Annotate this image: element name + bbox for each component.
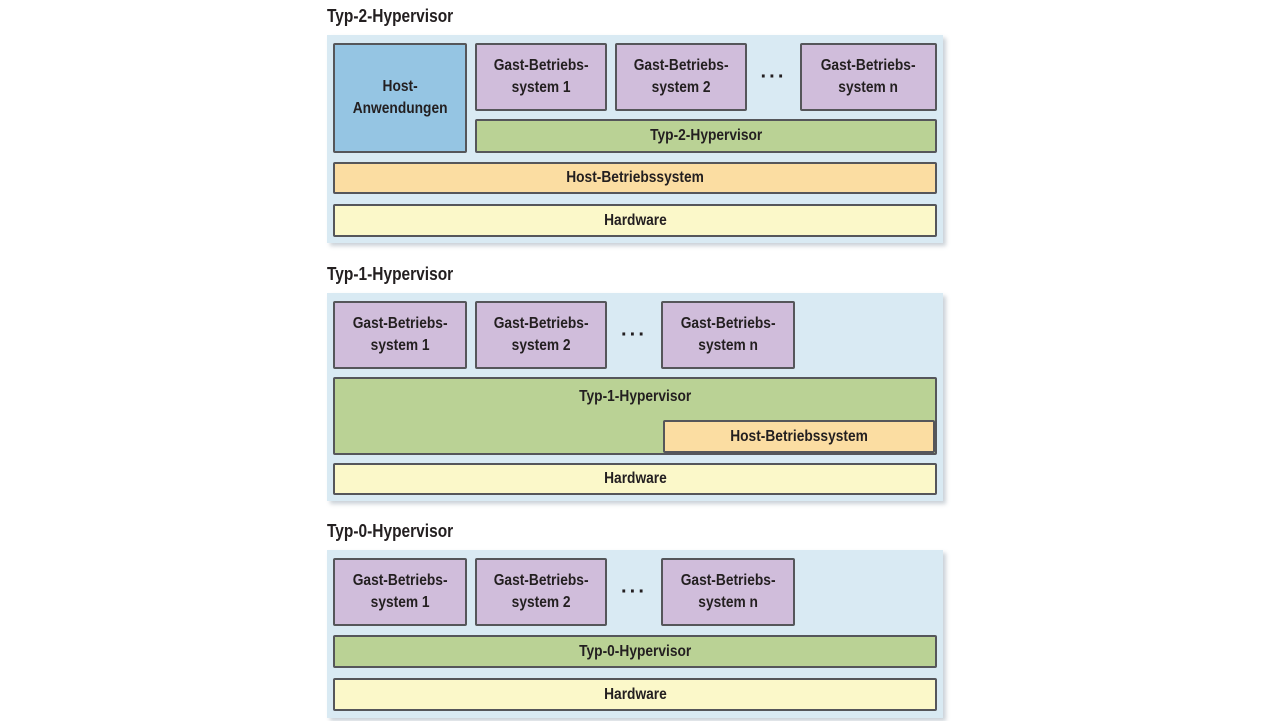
typ0-guest-os-2-box: Gast-Betriebs- system 2 bbox=[475, 558, 607, 626]
typ2-hardware-label: Hardware bbox=[603, 211, 667, 229]
typ2-host-os-label: Host-Betriebssystem bbox=[566, 169, 704, 186]
typ2-guest-os-1-box: Gast-Betriebs- system 1 bbox=[475, 43, 607, 111]
typ1-guest-os-2-box: Gast-Betriebs- system 2 bbox=[475, 301, 607, 369]
guest-os-2-label: Gast-Betriebs- system 2 bbox=[493, 314, 589, 354]
typ1-hardware-bar: Hardware bbox=[333, 463, 937, 495]
typ2-hardware-bar: Hardware bbox=[333, 204, 937, 237]
typ1-hypervisor-bar: Typ-1-Hypervisor bbox=[333, 377, 937, 455]
guest-os-2-label: Gast-Betriebs- system 2 bbox=[633, 56, 729, 96]
typ2-guest-os-n-box: Gast-Betriebs- system n bbox=[800, 43, 937, 111]
section-title-typ0: Typ-0-Hypervisor bbox=[327, 521, 454, 541]
typ0-hardware-label: Hardware bbox=[603, 685, 667, 703]
section-title-typ2: Typ-2-Hypervisor bbox=[327, 6, 454, 26]
host-applications-label: Host- Anwendungen bbox=[352, 77, 448, 117]
section-title-typ1: Typ-1-Hypervisor bbox=[327, 264, 454, 284]
typ2-ellipsis: ··· bbox=[760, 65, 787, 88]
typ1-host-os-label: Host-Betriebssystem bbox=[730, 427, 868, 445]
typ0-hypervisor-label: Typ-0-Hypervisor bbox=[578, 642, 692, 660]
typ0-guest-os-n-box: Gast-Betriebs- system n bbox=[661, 558, 795, 626]
guest-os-n-label: Gast-Betriebs- system n bbox=[680, 571, 776, 611]
typ0-panel: Gast-Betriebs- system 1 Gast-Betriebs- s… bbox=[327, 550, 943, 718]
guest-os-n-label: Gast-Betriebs- system n bbox=[821, 56, 916, 96]
guest-os-2-label: Gast-Betriebs- system 2 bbox=[493, 571, 589, 611]
typ1-hardware-label: Hardware bbox=[603, 470, 667, 487]
typ0-guest-os-1-box: Gast-Betriebs- system 1 bbox=[333, 558, 467, 626]
guest-os-1-label: Gast-Betriebs- system 1 bbox=[493, 56, 589, 96]
typ1-guest-os-1-box: Gast-Betriebs- system 1 bbox=[333, 301, 467, 369]
typ1-guest-os-n-box: Gast-Betriebs- system n bbox=[661, 301, 795, 369]
typ2-host-applications-box: Host- Anwendungen bbox=[333, 43, 467, 153]
guest-os-1-label: Gast-Betriebs- system 1 bbox=[352, 314, 448, 354]
typ2-panel: Host- Anwendungen Gast-Betriebs- system … bbox=[327, 35, 943, 243]
typ2-host-os-bar: Host-Betriebssystem bbox=[333, 162, 937, 194]
guest-os-n-label: Gast-Betriebs- system n bbox=[680, 314, 776, 354]
typ2-hypervisor-bar: Typ-2-Hypervisor bbox=[475, 119, 937, 153]
typ1-hypervisor-label: Typ-1-Hypervisor bbox=[578, 388, 692, 405]
guest-os-1-label: Gast-Betriebs- system 1 bbox=[352, 571, 448, 611]
typ0-ellipsis: ··· bbox=[621, 580, 647, 603]
typ1-panel: Gast-Betriebs- system 1 Gast-Betriebs- s… bbox=[327, 293, 943, 501]
typ1-host-os-bar: Host-Betriebssystem bbox=[663, 420, 935, 453]
typ0-hypervisor-bar: Typ-0-Hypervisor bbox=[333, 635, 937, 668]
typ1-ellipsis: ··· bbox=[621, 323, 647, 346]
typ2-hypervisor-label: Typ-2-Hypervisor bbox=[649, 127, 763, 144]
typ0-hardware-bar: Hardware bbox=[333, 678, 937, 711]
typ2-guest-os-2-box: Gast-Betriebs- system 2 bbox=[615, 43, 747, 111]
